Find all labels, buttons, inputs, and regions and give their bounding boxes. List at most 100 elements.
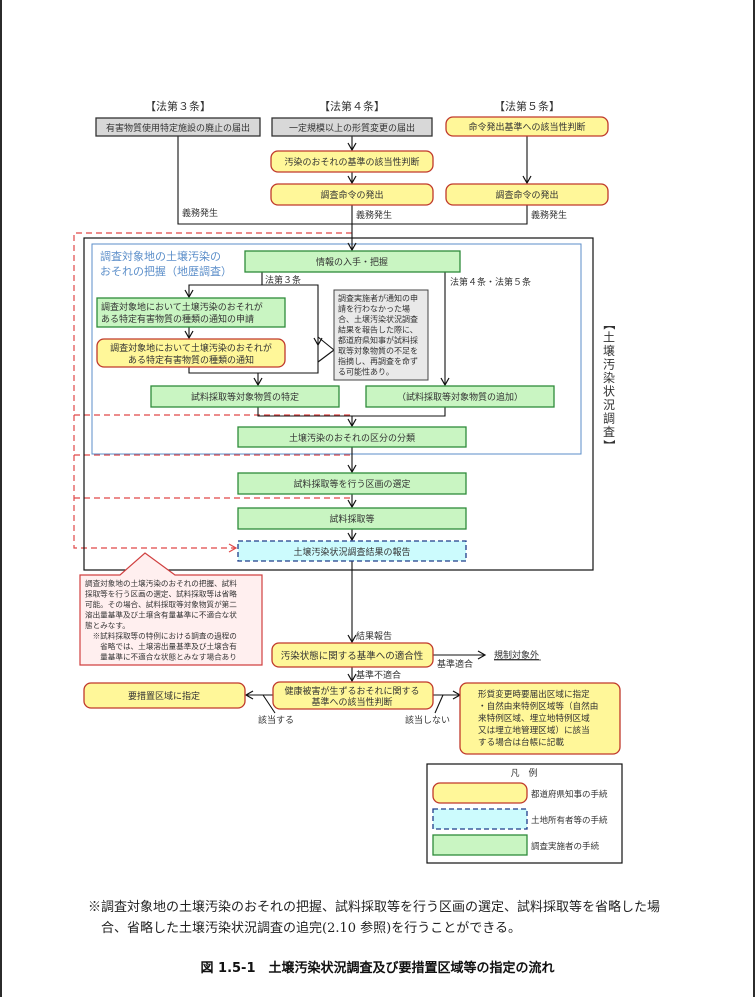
- omission-outer-line: [73, 232, 352, 553]
- svg-text:健康被害が生ずるおそれに関する: 健康被害が生ずるおそれに関する: [284, 685, 419, 697]
- obligation-label-2: 義務発生: [356, 209, 392, 221]
- legend-swatch-landowner: [432, 808, 528, 830]
- callout-line: 態とみなす。: [85, 620, 130, 630]
- legend-swatch-prefecture: [432, 782, 528, 804]
- svg-text:ある特定有害物質の種類の通知の申請: ある特定有害物質の種類の通知の申請: [101, 313, 254, 325]
- article-5-heading: 【法第５条】: [494, 99, 560, 113]
- change-area-line: 形質変更時要届出区域に指定: [478, 688, 590, 700]
- callout-line: ※試料採取等の特例における調査の過程の: [85, 631, 237, 641]
- survey-frame: [83, 237, 594, 571]
- callout-line: 調査対象地の土壌汚染のおそれの把握、試料: [85, 578, 237, 588]
- abolition-notice-box: 有害物質使用特定施設の廃止の届出: [95, 117, 261, 137]
- resurvey-note-line: 調査実施者が通知の申: [338, 293, 418, 303]
- omission-path: [73, 232, 352, 553]
- article-4-heading: 【法第４条】: [319, 99, 385, 113]
- svg-text:（試料採取等対象物質の追加）: （試料採取等対象物質の追加）: [397, 391, 523, 403]
- svg-text:土壌汚染状況調査結果の報告: 土壌汚染状況調査結果の報告: [293, 546, 410, 558]
- svg-text:一定規模以上の形質変更の届出: 一定規模以上の形質変更の届出: [289, 122, 415, 134]
- change-notice-box: 一定規模以上の形質変更の届出: [271, 117, 433, 137]
- svg-text:要措置区域に指定: 要措置区域に指定: [128, 690, 200, 702]
- svg-text:基準への該当性判断: 基準への該当性判断: [311, 696, 392, 708]
- callout-line: 可能。その場合、試料採取等対象物質が第二: [85, 599, 237, 609]
- obligation-label-3: 義務発生: [531, 209, 567, 221]
- figure-caption: 図 1.5-1 土壌汚染状況調査及び要措置区域等の指定の流れ: [200, 961, 555, 976]
- svg-text:汚染状態に関する基準への適合性: 汚染状態に関する基準への適合性: [281, 650, 424, 662]
- order-issue-art4-box: 調査命令の発出: [270, 183, 434, 206]
- designate-box: 要措置区域に指定: [83, 682, 246, 709]
- order-criteria-box: 命令発出基準への該当性判断: [445, 116, 609, 137]
- sampling-box: 試料採取等: [237, 507, 467, 530]
- article-3-heading: 【法第３条】: [145, 99, 211, 113]
- survey-vertical-char: 汚: [603, 358, 615, 372]
- svg-text:調査対象地において土壌汚染のおそれが: 調査対象地において土壌汚染のおそれが: [110, 342, 272, 354]
- connectors: [177, 136, 532, 714]
- legend-label-landowner: 土地所有者等の手続: [531, 815, 608, 826]
- window-edge-right: [753, 0, 755, 997]
- not-meet-standard-label: 基準不適合: [356, 669, 401, 681]
- survey-vertical-char: 査: [603, 425, 615, 439]
- report-box: 土壌汚染状況調査結果の報告: [237, 540, 467, 562]
- resurvey-note-line: 都道府県知事が試料採: [338, 335, 418, 345]
- not-applicable-label: 該当しない: [405, 714, 450, 726]
- survey-vertical-char: 調: [603, 412, 615, 426]
- svg-text:有害物質使用特定施設の廃止の届出: 有害物質使用特定施設の廃止の届出: [106, 122, 250, 134]
- footnote-line-2: 合、省略した土壌汚染状況調査の追完(2.10 参照)を行うことができる。: [88, 921, 521, 936]
- change-area-line: 来特例区域、埋立地特例区域: [478, 712, 590, 724]
- change-area-box: 形質変更時要届出区域に指定・自然由来特例区域等（自然由来特例区域、埋立地特例区域…: [459, 682, 621, 755]
- legend-swatch-investigator: [432, 834, 528, 856]
- svg-text:汚染のおそれの基準の該当性判断: 汚染のおそれの基準の該当性判断: [284, 156, 419, 168]
- change-area-line: する場合は台帳に記載: [478, 736, 564, 748]
- svg-text:調査命令の発出: 調査命令の発出: [495, 189, 558, 201]
- section-select-box: 試料採取等を行う区画の選定: [237, 472, 467, 495]
- svg-text:命令発出基準への該当性判断: 命令発出基準への該当性判断: [468, 121, 585, 133]
- survey-vertical-char: 況: [603, 397, 615, 412]
- svg-text:調査命令の発出: 調査命令の発出: [320, 189, 383, 201]
- change-area-line: ・自然由来特例区域等（自然由: [478, 700, 598, 712]
- legend-label-prefecture: 都道府県知事の手続: [531, 789, 608, 800]
- legend-title: 凡 例: [510, 767, 537, 779]
- order-issue-art5-box: 調査命令の発出: [445, 183, 609, 206]
- callout-line: 量基準に不適合な状態とみなす場合あり: [85, 652, 237, 662]
- survey-vertical-char: 染: [603, 370, 615, 385]
- out-of-scope-label: 規制対象外: [494, 649, 539, 661]
- meets-standard-label: 基準適合: [437, 658, 473, 670]
- resurvey-note-line: 指摘し、再調査を命ず: [338, 356, 418, 366]
- svg-text:試料採取等対象物質の特定: 試料採取等対象物質の特定: [191, 391, 299, 403]
- classification-box: 土壌汚染のおそれの区分の分類: [237, 426, 467, 448]
- notice-box: 調査対象地において土壌汚染のおそれが ある特定有害物質の種類の通知: [96, 338, 286, 368]
- obligation-label-1: 義務発生: [182, 207, 218, 219]
- applicable-label: 該当する: [258, 714, 294, 726]
- svg-text:土壌汚染のおそれの区分の分類: 土壌汚染のおそれの区分の分類: [289, 432, 415, 444]
- health-criteria-box: 健康被害が生ずるおそれに関する 基準への該当性判断: [272, 681, 434, 710]
- svg-text:調査対象地において土壌汚染のおそれが: 調査対象地において土壌汚染のおそれが: [101, 301, 263, 313]
- svg-text:試料採取等を行う区画の選定: 試料採取等を行う区画の選定: [293, 478, 410, 490]
- target-add-box: （試料採取等対象物質の追加）: [365, 385, 555, 408]
- apply-notice-box: 調査対象地において土壌汚染のおそれが ある特定有害物質の種類の通知の申請: [96, 297, 286, 328]
- omission-callout: 調査対象地の土壌汚染のおそれの把握、試料採取等を行う区画の選定、試料採取等は省略…: [79, 552, 263, 666]
- callout-line: 省略では、土壌溶出量基準及び土壌含有: [85, 641, 237, 651]
- survey-vertical-char: 】: [602, 439, 616, 451]
- change-area-line: 又は埋立地管理区域）に該当: [478, 724, 590, 736]
- history-title-line2: おそれの把握（地歴調査）: [100, 264, 232, 278]
- svg-text:ある特定有害物質の種類の通知: ある特定有害物質の種類の通知: [128, 354, 254, 366]
- survey-vertical-char: 壌: [603, 344, 615, 358]
- resurvey-note-line: 取等対象物質の不足を: [338, 346, 418, 356]
- svg-text:試料採取等: 試料採取等: [329, 513, 374, 525]
- survey-vertical-char: 【: [602, 318, 616, 330]
- resurvey-note-line: る可能性あり。: [338, 367, 394, 377]
- art45-branch-label: 法第４条・法第５条: [450, 276, 531, 288]
- callout-line: 溶出量基準及び土壌含有量基準に不適合な状: [85, 610, 237, 620]
- target-identify-box: 試料採取等対象物質の特定: [150, 385, 340, 408]
- callout-line: 採取等を行う区画の選定、試料採取等は省略: [85, 589, 237, 599]
- svg-text:情報の入手・把握: 情報の入手・把握: [316, 256, 388, 268]
- resurvey-note-line: 結果を報告した際に、: [338, 325, 418, 335]
- legend-label-investigator: 調査実施者の手続: [531, 841, 600, 852]
- survey-vertical-char: 状: [603, 385, 615, 399]
- survey-vertical-char: 土: [603, 331, 615, 345]
- compliance-box: 汚染状態に関する基準への適合性: [271, 642, 434, 668]
- resurvey-note: 調査実施者が通知の申請を行わなかった場合、土壌汚染状況調査結果を報告した際に、都…: [333, 289, 429, 381]
- survey-vertical-label: 【土壌汚染状況調査】: [602, 318, 616, 452]
- footnote-line-1: ※調査対象地の土壌汚染のおそれの把握、試料採取等を行う区画の選定、試料採取等を省…: [88, 900, 661, 915]
- art3-branch-label: 法第３条: [265, 274, 301, 286]
